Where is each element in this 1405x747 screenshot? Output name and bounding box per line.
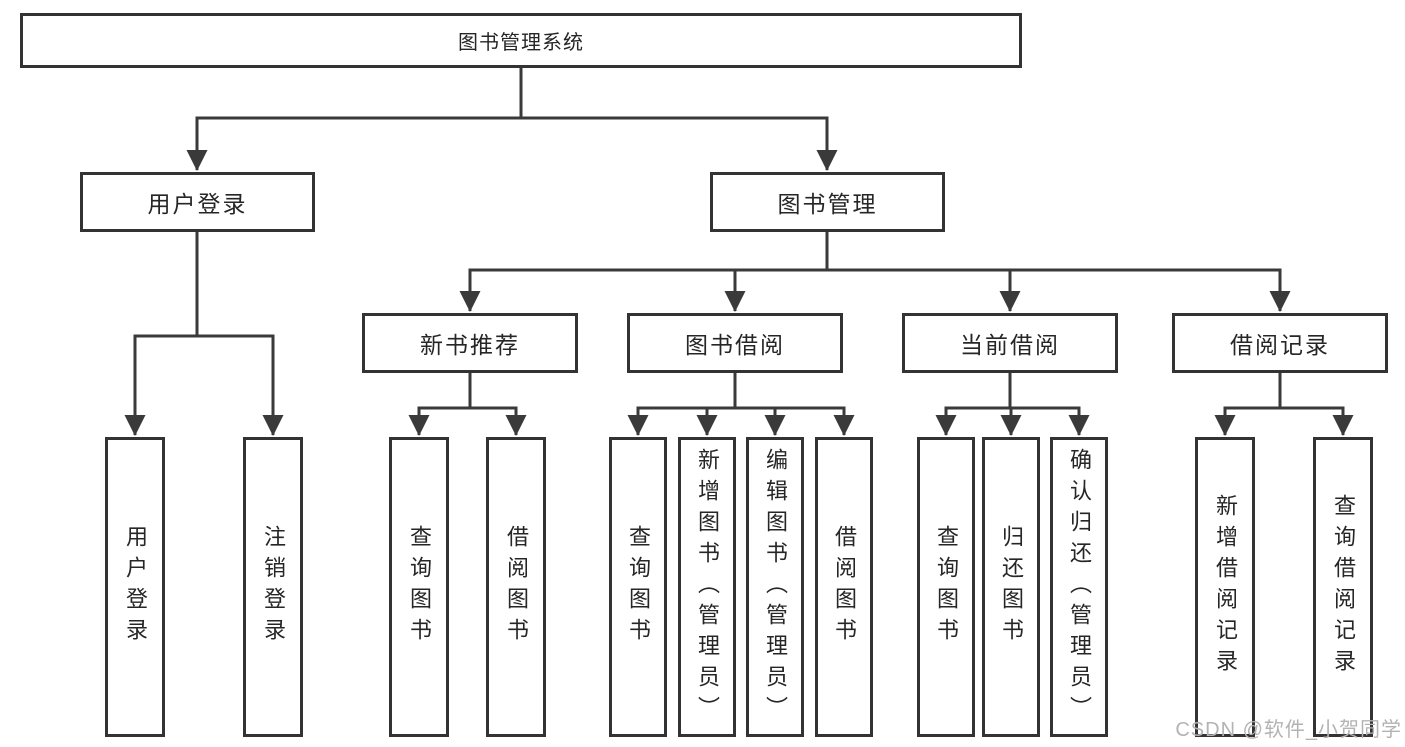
- node-new-book-recommendation: 新书推荐: [362, 313, 578, 373]
- leaf-add-borrow-record: 新增借阅记录: [1195, 437, 1255, 737]
- node-label: 当前借阅: [960, 332, 1060, 358]
- leaf-add-books-admin: 新增图书（管理员）: [678, 437, 736, 737]
- csdn-watermark: CSDN @软件_小贺同学: [1175, 719, 1402, 741]
- node-label: 新增图书（管理员）: [695, 447, 720, 727]
- leaf-borrow-books: 借阅图书: [815, 437, 873, 737]
- node-label: 查询图书: [626, 525, 651, 649]
- node-label: 图书管理系统: [458, 32, 584, 54]
- node-label: 查询借阅记录: [1331, 494, 1356, 680]
- node-label: 图书借阅: [685, 332, 785, 358]
- node-label: 用户登录: [147, 191, 248, 217]
- leaf-search-books-recommend: 查询图书: [389, 437, 449, 737]
- node-label: 查询图书: [407, 525, 432, 649]
- node-label: 新书推荐: [420, 332, 520, 358]
- node-label: 图书管理: [777, 191, 878, 217]
- node-label: 编辑图书（管理员）: [763, 447, 788, 727]
- node-label: 新增借阅记录: [1213, 494, 1238, 680]
- leaf-search-borrow-record: 查询借阅记录: [1313, 437, 1373, 737]
- leaf-search-books-borrow: 查询图书: [609, 437, 667, 737]
- leaf-logout: 注销登录: [243, 437, 303, 737]
- node-label: 归还图书: [999, 525, 1024, 649]
- leaf-confirm-return-admin: 确认归还（管理员）: [1050, 437, 1108, 737]
- node-label: 注销登录: [261, 525, 286, 649]
- leaf-user-login: 用户登录: [105, 437, 165, 737]
- leaf-search-books-current: 查询图书: [917, 437, 975, 737]
- leaf-edit-books-admin: 编辑图书（管理员）: [746, 437, 804, 737]
- leaf-borrow-books-recommend: 借阅图书: [486, 437, 546, 737]
- node-label: 确认归还（管理员）: [1067, 447, 1092, 727]
- node-label: 借阅记录: [1230, 332, 1330, 358]
- node-book-borrowing: 图书借阅: [627, 313, 843, 373]
- node-label: 借阅图书: [504, 525, 529, 649]
- node-label: 借阅图书: [832, 525, 857, 649]
- node-book-management: 图书管理: [710, 172, 945, 232]
- node-library-management-system: 图书管理系统: [20, 13, 1022, 68]
- node-borrowing-records: 借阅记录: [1172, 313, 1388, 373]
- node-label: 查询图书: [934, 525, 959, 649]
- node-current-borrowing: 当前借阅: [902, 313, 1118, 373]
- node-label: 用户登录: [123, 525, 148, 649]
- leaf-return-books: 归还图书: [982, 437, 1040, 737]
- node-user-login: 用户登录: [80, 172, 315, 232]
